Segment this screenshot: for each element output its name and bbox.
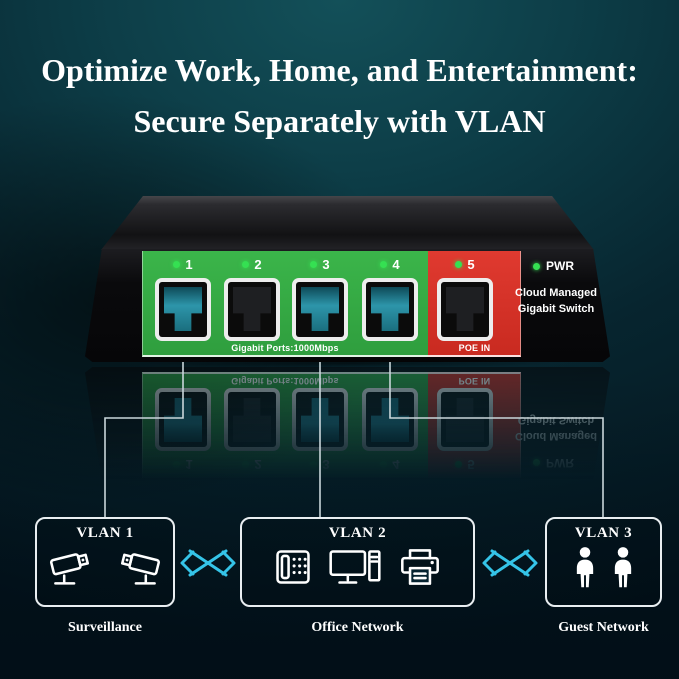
rj45-port-4-inner — [366, 282, 414, 337]
rj45-port-5-inner — [441, 282, 489, 337]
port-5-label: 5 — [437, 257, 493, 272]
vlan2-icons — [242, 546, 473, 588]
port-1-label: 1 — [155, 257, 211, 272]
switch-contact-shadow — [70, 356, 625, 370]
vlan3-caption: Guest Network — [558, 620, 649, 635]
port-2-number: 2 — [254, 257, 262, 272]
rj45-port-4 — [362, 278, 418, 341]
port-2-led — [242, 261, 250, 268]
cctv-camera-icon — [49, 553, 90, 585]
port-5-led — [455, 261, 463, 268]
person-icon — [576, 547, 593, 588]
blocked-traffic-icon — [180, 549, 236, 577]
rj45-port-1-inner — [159, 282, 207, 337]
switch-brand-text: Cloud Managed Gigabit Switch — [503, 285, 609, 317]
rj45-jack-5 — [446, 287, 484, 331]
poe-zone-label: POE IN — [458, 343, 491, 353]
power-led — [533, 262, 540, 270]
cctv-camera-icon — [120, 553, 161, 585]
switch-front-face: 1 2 3 4 5 — [85, 249, 610, 362]
vlan3-icons — [547, 546, 660, 590]
rj45-jack-4 — [371, 287, 409, 331]
blocked-traffic-icon — [482, 549, 538, 577]
rj45-port-3-inner — [296, 282, 344, 337]
switch-top-face — [101, 196, 594, 250]
port-2-label: 2 — [224, 257, 280, 272]
vlan2-box: VLAN 2 — [240, 517, 475, 607]
vlan1-name: VLAN 1 — [76, 525, 134, 541]
port-3-number: 3 — [322, 257, 330, 272]
rj45-port-5 — [437, 278, 493, 341]
headline-line-1: Optimize Work, Home, and Entertainment: — [41, 52, 638, 88]
rj45-port-2-inner — [228, 282, 276, 337]
rj45-port-2 — [224, 278, 280, 341]
vlan1-caption: Surveillance — [68, 620, 142, 635]
printer-icon — [400, 549, 439, 585]
vlan1-icons — [37, 546, 173, 590]
power-label: PWR — [546, 259, 574, 273]
brand-line-2: Gigabit Switch — [517, 303, 595, 315]
desk-phone-icon — [275, 550, 310, 584]
port-1-led — [173, 261, 181, 268]
vlan2-caption: Office Network — [311, 620, 404, 635]
port-4-number: 4 — [392, 257, 400, 272]
rj45-jack-3 — [301, 287, 339, 331]
vlan2-name: VLAN 2 — [328, 525, 387, 541]
cable-port1-to-vlan1 — [104, 362, 184, 517]
port-4-led — [380, 261, 388, 268]
port-3-led — [310, 261, 318, 268]
brand-line-1: Cloud Managed — [515, 287, 597, 299]
cable-port4-to-vlan3 — [389, 362, 604, 517]
rj45-jack-2 — [233, 287, 271, 331]
lan-zone-label: Gigabit Ports:1000Mbps — [231, 343, 339, 353]
headline-line-2: Secure Separately with VLAN — [133, 103, 546, 139]
rj45-jack-1 — [164, 287, 202, 331]
rj45-port-3 — [292, 278, 348, 341]
port-5-number: 5 — [467, 257, 475, 272]
port-3-label: 3 — [292, 257, 348, 272]
port-1-number: 1 — [185, 257, 193, 272]
monitor-with-tower-icon — [328, 550, 381, 584]
vlan3-name: VLAN 3 — [574, 525, 633, 541]
person-icon — [614, 547, 631, 588]
vlan1-box: VLAN 1 — [35, 517, 175, 607]
network-switch: 1 2 3 4 5 — [85, 196, 610, 362]
vlan3-box: VLAN 3 — [545, 517, 662, 607]
rj45-port-1 — [155, 278, 211, 341]
power-indicator: PWR — [533, 259, 574, 273]
port-4-label: 4 — [362, 257, 418, 272]
